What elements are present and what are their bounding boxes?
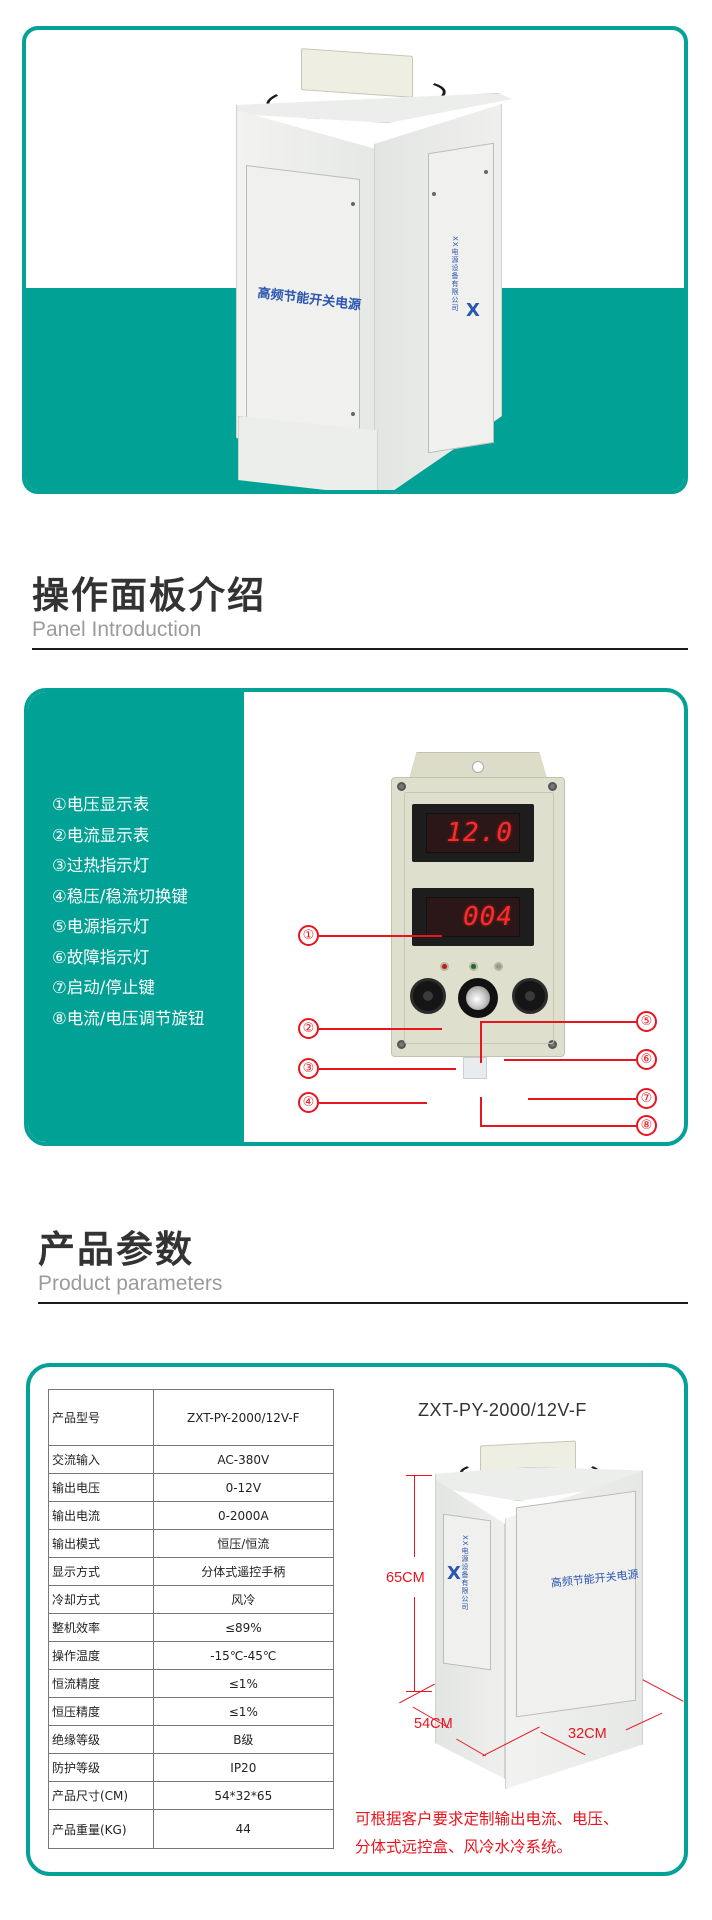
brand-logo-icon: X: [466, 300, 480, 321]
spec-value: -15℃-45℃: [152, 1641, 335, 1670]
depth-dimension-label: 54CM: [414, 1716, 453, 1732]
section-subtitle: Panel Introduction: [32, 618, 202, 641]
spec-label: 绝缘等级: [48, 1725, 154, 1754]
model-title: ZXT-PY-2000/12V-F: [418, 1400, 587, 1420]
spec-value: ≤1%: [152, 1697, 335, 1726]
mounting-hole: [472, 761, 484, 773]
table-row: 输出模式恒压/恒流: [48, 1529, 335, 1558]
table-row: 整机效率≤89%: [48, 1613, 335, 1642]
spec-label: 产品尺寸(CM): [48, 1781, 154, 1810]
height-dimension-label: 65CM: [386, 1570, 425, 1586]
spec-value: ≤1%: [152, 1669, 335, 1698]
legend-list: ①电压显示表 ②电流显示表 ③过热指示灯 ④稳压/稳流切换键 ⑤电源指示灯 ⑥故…: [52, 790, 204, 1034]
voltage-readout: 12.0: [446, 818, 513, 848]
customization-note: 可根据客户要求定制输出电流、电压、 分体式远控盒、风冷水冷系统。: [355, 1805, 684, 1861]
side-door-panel: [428, 142, 494, 454]
start-stop-button: [512, 978, 548, 1014]
table-row: 恒压精度≤1%: [48, 1697, 335, 1726]
table-row: 操作温度-15℃-45℃: [48, 1641, 335, 1670]
section-subtitle: Product parameters: [38, 1272, 223, 1295]
note-line: 可根据客户要求定制输出电流、电压、: [355, 1810, 619, 1828]
remote-control-panel-image: 12.0 004: [391, 752, 565, 1094]
spec-label: 输出模式: [48, 1529, 154, 1558]
table-row: 产品重量(KG)44: [48, 1809, 335, 1849]
callout-3: ③: [298, 1058, 319, 1079]
spec-label: 防护等级: [48, 1753, 154, 1782]
panel-section-heading: 操作面板介绍 Panel Introduction: [32, 574, 688, 650]
cable-gland: [463, 1057, 487, 1079]
spec-value: 风冷: [152, 1585, 335, 1614]
callout-7: ⑦: [636, 1088, 657, 1109]
spec-value: ≤89%: [152, 1613, 335, 1642]
cabinet-side-text: XX电源设备有限公司: [461, 1535, 469, 1611]
spec-value: 44: [152, 1809, 335, 1849]
legend-item: ⑥故障指示灯: [52, 947, 150, 967]
front-door-panel: [516, 1490, 636, 1718]
legend-item: ②电流显示表: [52, 825, 150, 845]
callout-4: ④: [298, 1092, 319, 1113]
callout-6: ⑥: [636, 1049, 657, 1070]
overheat-led-icon: [440, 962, 449, 971]
spec-label: 产品重量(KG): [48, 1809, 154, 1849]
spec-value: AC-380V: [152, 1445, 335, 1474]
remote-body: 12.0 004: [391, 777, 565, 1057]
current-readout: 004: [463, 902, 513, 932]
adjust-knob: [458, 978, 498, 1018]
table-row: 显示方式分体式遥控手柄: [48, 1557, 335, 1586]
section-divider: [32, 648, 688, 650]
callout-8: ⑧: [636, 1115, 657, 1136]
callout-2: ②: [298, 1018, 319, 1039]
product-image-power-supply: 高频节能开关电源 XX电源设备有限公司 X: [26, 30, 684, 490]
spec-value: ZXT-PY-2000/12V-F: [152, 1389, 335, 1446]
hero-product-card: 高频节能开关电源 XX电源设备有限公司 X: [22, 26, 688, 494]
product-dimension-image: XX电源设备有限公司 X 高频节能开关电源: [30, 1367, 684, 1872]
current-meter: 004: [412, 888, 534, 946]
spec-value: 0-2000A: [152, 1501, 335, 1530]
power-led-icon: [469, 962, 478, 971]
voltage-meter: 12.0: [412, 804, 534, 862]
spec-value: 恒压/恒流: [152, 1529, 335, 1558]
fault-led-icon: [494, 962, 503, 971]
legend-item: ③过热指示灯: [52, 856, 150, 875]
note-line: 分体式远控盒、风冷水冷系统。: [355, 1838, 573, 1856]
callout-1: ①: [298, 925, 319, 946]
brand-logo-icon: X: [447, 1563, 461, 1584]
legend-item: ⑧电流/电压调节旋钮: [52, 1008, 205, 1028]
section-title: 产品参数: [38, 1228, 194, 1271]
spec-value: B级: [152, 1725, 335, 1754]
cabinet-side-text: XX电源设备有限公司: [451, 236, 459, 312]
legend-item: ⑤电源指示灯: [52, 917, 150, 936]
spec-label: 输出电压: [48, 1473, 154, 1502]
legend-panel: [28, 692, 244, 1142]
legend-item: ⑦启动/停止键: [52, 978, 155, 997]
legend-item: ①电压显示表: [52, 795, 150, 814]
callout-5: ⑤: [636, 1011, 657, 1032]
mode-switch-button: [410, 978, 446, 1014]
section-divider: [38, 1302, 688, 1304]
spec-label: 恒压精度: [48, 1697, 154, 1726]
table-row: 产品尺寸(CM)54*32*65: [48, 1781, 335, 1810]
section-title: 操作面板介绍: [32, 574, 266, 617]
table-row: 冷却方式风冷: [48, 1585, 335, 1614]
panel-intro-card: ①电压显示表 ②电流显示表 ③过热指示灯 ④稳压/稳流切换键 ⑤电源指示灯 ⑥故…: [24, 688, 688, 1146]
spec-value: IP20: [152, 1753, 335, 1782]
legend-item: ④稳压/稳流切换键: [52, 886, 188, 906]
spec-label: 操作温度: [48, 1641, 154, 1670]
width-dimension-label: 32CM: [568, 1726, 607, 1742]
spec-section-heading: 产品参数 Product parameters: [38, 1228, 688, 1304]
